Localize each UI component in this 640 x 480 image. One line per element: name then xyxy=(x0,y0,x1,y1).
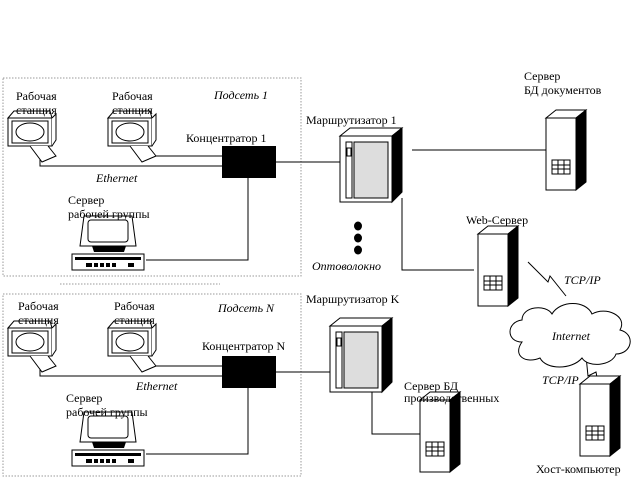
router-k-icon xyxy=(329,317,393,393)
router-1-icon xyxy=(339,127,403,203)
router-1-label: Маршрутизатор 1 xyxy=(306,113,397,127)
subnet-1-title: Подсеть 1 xyxy=(213,88,268,102)
router-k-label: Маршрутизатор K xyxy=(306,292,400,306)
subnet-1-server-label-line2: рабочей группы xyxy=(68,207,150,221)
subnet-n-server-label-line2: рабочей группы xyxy=(66,405,148,419)
fiber-link-icon xyxy=(354,221,362,255)
host-computer-icon xyxy=(579,375,621,457)
subnet-n-workstation-2-label: Рабочая xyxy=(114,299,155,313)
subnet-1-frame xyxy=(2,77,302,277)
web-server-icon xyxy=(477,225,519,307)
subnet-1-workstation-1-label-line2: станция xyxy=(16,103,57,117)
host-computer-label: Хост-компьютер xyxy=(536,462,621,476)
subnet-n-hub-icon xyxy=(222,356,276,388)
subnet-n-workstation-1-icon xyxy=(7,320,57,373)
internet-label: Internet xyxy=(551,329,591,343)
subnet-1-hub-icon xyxy=(222,146,276,178)
subnet-1-workstation-2-label: Рабочая xyxy=(112,89,153,103)
subnet-1-ethernet-label: Ethernet xyxy=(95,171,138,185)
subnet-n-workstation-1-label: Рабочая xyxy=(18,299,59,313)
tcpip-label-bottom: TCP/IP xyxy=(542,373,579,387)
subnet-1-workstation-1-label: Рабочая xyxy=(16,89,57,103)
subnet-1-server-label: Сервер xyxy=(68,193,104,207)
tcpip-label-top: TCP/IP xyxy=(564,273,601,287)
subnet-1-server-icon xyxy=(71,215,145,271)
web-server-label: Web-Сервер xyxy=(466,213,528,227)
subnet-n-hub-label: Концентратор N xyxy=(202,339,285,353)
subnet-n-server-icon xyxy=(71,411,145,467)
document-db-label-line2: БД документов xyxy=(524,83,602,97)
subnet-1-workstation-1-icon xyxy=(7,110,57,163)
internet-cloud-icon xyxy=(509,303,631,368)
subnet-n-server-label: Сервер xyxy=(66,391,102,405)
subnet-1-hub-label: Концентратор 1 xyxy=(186,131,267,145)
fiber-label: Оптоволокно xyxy=(312,259,381,273)
subnet-n-workstation-2-icon xyxy=(107,320,157,373)
production-db-label: Сервер БД xyxy=(404,379,458,393)
subnet-n-workstation-2-label-line2: станция xyxy=(114,313,155,327)
subnet-n-workstation-1-label-line2: станция xyxy=(18,313,59,327)
document-db-server-icon xyxy=(545,109,587,191)
subnet-1-workstation-2-label-line2: станция xyxy=(112,103,153,117)
subnet-1-workstation-2-icon xyxy=(107,110,157,163)
document-db-label: Сервер xyxy=(524,69,560,83)
subnet-n-ethernet-label: Ethernet xyxy=(135,379,178,393)
subnet-n-title: Подсеть N xyxy=(217,301,275,315)
production-db-label-line2: производственных xyxy=(404,391,499,405)
